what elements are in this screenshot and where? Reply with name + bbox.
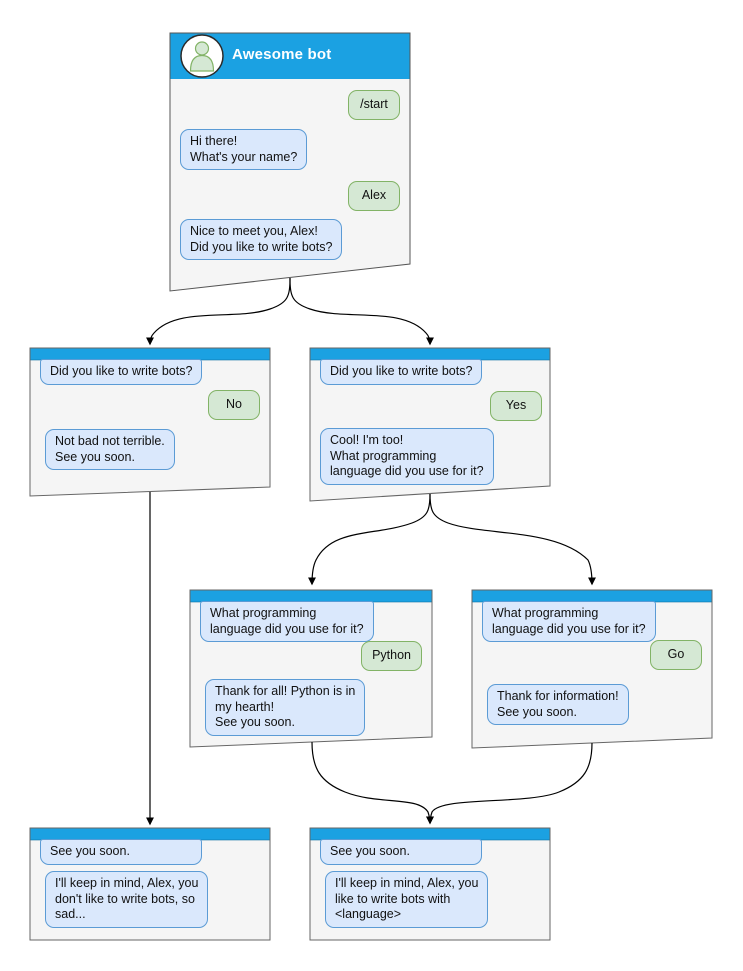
chat-window-branch-yes: Did you like to write bots? Yes Cool! I'… [310,348,550,501]
window-outline [471,589,713,749]
user-message-bubble: Yes [490,391,542,421]
arrow-main-to-yes [289,277,435,346]
bot-message-bubble: What programming language did you use fo… [482,601,656,642]
bot-message-bubble: See you soon. [40,839,202,865]
window-outline [309,827,551,941]
bot-message-bubble: Nice to meet you, Alex! Did you like to … [180,219,343,260]
bot-message-bubble: Cool! I'm too! What programming language… [320,428,494,485]
window-outline [29,347,271,497]
arrow-main-to-no [145,277,291,346]
bot-message-bubble: Thank for all! Python is in my hearth! S… [205,679,366,736]
person-icon [189,41,215,72]
window-outline [189,589,433,748]
chat-window-end-no: See you soon. I'll keep in mind, Alex, y… [30,828,270,940]
window-outline [29,827,271,941]
bot-message-bubble: Not bad not terrible. See you soon. [45,429,175,470]
user-message-bubble: Alex [348,181,400,211]
bot-message-bubble: What programming language did you use fo… [200,601,374,642]
user-message-bubble: No [208,390,260,420]
window-outline [169,32,411,292]
bot-message-bubble: Thank for information! See you soon. [487,684,629,725]
bot-message-bubble: Did you like to write bots? [40,359,203,385]
bot-message-bubble: See you soon. [320,839,482,865]
window-outline [309,347,551,502]
window-title: Awesome bot [232,46,332,63]
chat-window-end-yes: See you soon. I'll keep in mind, Alex, y… [310,828,550,940]
chat-window-branch-go: What programming language did you use fo… [472,590,712,748]
arrow-yes-to-python [307,493,431,586]
bot-message-bubble: Hi there! What's your name? [180,129,308,170]
avatar [180,34,224,78]
bot-message-bubble: I'll keep in mind, Alex, you don't like … [45,871,209,928]
chat-window-main: Awesome bot /start Hi there! What's your… [170,33,410,291]
chat-window-branch-no: Did you like to write bots? No Not bad n… [30,348,270,497]
bot-message-bubble: Did you like to write bots? [320,359,483,385]
chat-window-branch-python: What programming language did you use fo… [190,590,432,747]
bot-message-bubble: I'll keep in mind, Alex, you like to wri… [325,871,489,928]
arrow-go-to-end [425,742,593,825]
user-message-bubble: Go [650,640,702,670]
arrow-python-to-end [311,741,435,825]
user-message-bubble: /start [348,90,400,120]
user-message-bubble: Python [361,641,422,671]
arrow-yes-to-go [429,493,597,586]
